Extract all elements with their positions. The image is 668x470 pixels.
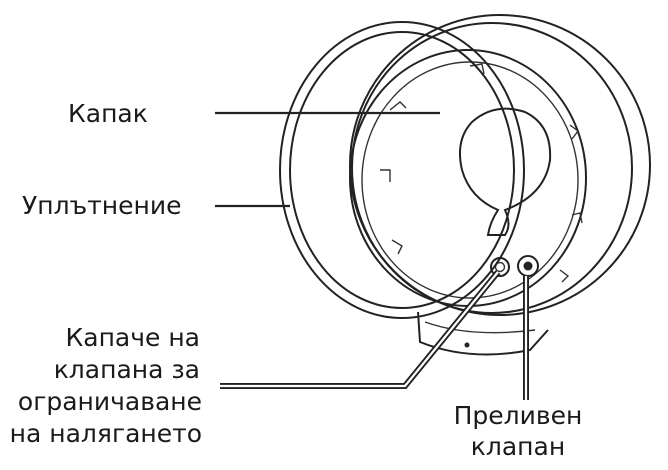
- lid-body: [349, 14, 651, 356]
- label-overflow-valve: Преливен клапан: [454, 401, 583, 461]
- label-overflow-valve-line: клапан: [471, 432, 565, 461]
- overflow-valve: [517, 255, 539, 277]
- label-valve-cap-line: Капаче на: [66, 323, 201, 352]
- label-seal: Уплътнение: [22, 191, 182, 220]
- seal-ring: [279, 21, 525, 319]
- label-valve-cap: Капаче на клапана за ограничаване на нал…: [10, 323, 202, 448]
- valve-cap-leader: [220, 270, 501, 389]
- label-overflow-valve-line: Преливен: [454, 401, 583, 430]
- label-valve-cap-line: на налягането: [10, 419, 202, 448]
- label-valve-cap-line: клапана за: [54, 355, 200, 384]
- label-lid: Капак: [68, 99, 148, 128]
- label-valve-cap-line: ограничаване: [18, 387, 202, 416]
